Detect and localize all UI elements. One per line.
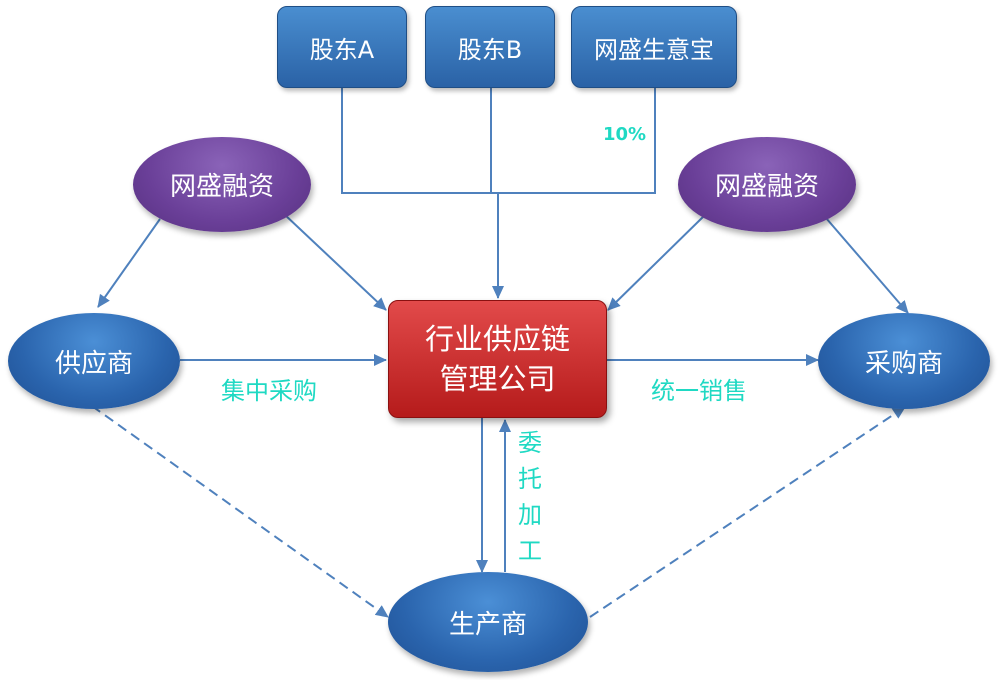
shareholder-a-line (341, 88, 498, 194)
processing-char-3: 加 (518, 501, 542, 529)
finance-left-ellipse: 网盛融资 (133, 137, 311, 232)
center-company-box: 行业供应链 管理公司 (388, 300, 607, 418)
shareholder-b-box: 股东B (425, 6, 555, 88)
processing-label: 委 托 加 工 (515, 425, 545, 569)
shareholder-a-box: 股东A (277, 6, 407, 88)
center-company-line1: 行业供应链 (424, 322, 570, 356)
share-percent-label: 10% (603, 124, 647, 145)
supplier-to-producer-dashed-arrow (91, 405, 389, 618)
processing-char-2: 托 (518, 465, 542, 493)
sales-label: 统一销售 (651, 377, 747, 405)
producer-to-purchaser-dashed-arrow (589, 406, 906, 618)
processing-char-4: 工 (518, 537, 542, 565)
center-company-line2: 管理公司 (439, 362, 556, 396)
procurement-label: 集中采购 (221, 377, 317, 405)
finance-right-ellipse: 网盛融资 (678, 137, 856, 232)
processing-char-1: 委 (518, 429, 542, 457)
shareholder-wangsheng-box: 网盛生意宝 (571, 6, 737, 88)
purchaser-ellipse: 采购商 (818, 313, 990, 409)
finance-right-to-center-arrow (607, 213, 707, 311)
finance-right-to-purchaser-arrow (825, 217, 909, 314)
supplier-ellipse: 供应商 (8, 313, 180, 409)
shareholder-wangsheng-line (498, 88, 656, 194)
finance-left-to-center-arrow (283, 213, 387, 311)
finance-left-to-supplier-arrow (97, 218, 161, 308)
producer-ellipse: 生产商 (388, 572, 588, 672)
